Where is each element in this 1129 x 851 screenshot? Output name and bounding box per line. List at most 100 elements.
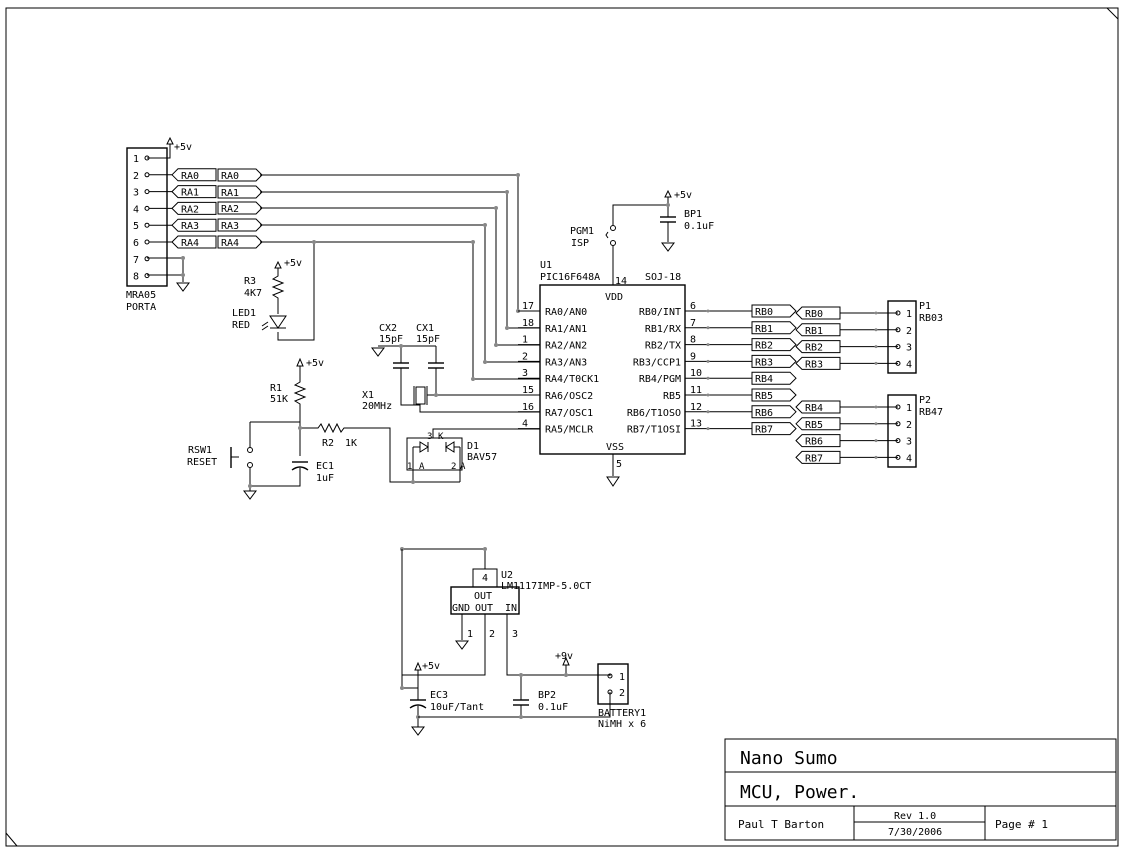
connector-ref: P2 — [919, 395, 931, 406]
porta-net-flag — [171, 201, 217, 215]
mcu-right-pin-name: RB3/CCP1 — [633, 357, 681, 368]
mcu-left-pin-name: RA6/OSC2 — [545, 391, 593, 402]
svg-text:15pF: 15pF — [379, 334, 403, 345]
junction-dot — [706, 343, 710, 347]
project-name: Nano Sumo — [740, 748, 838, 769]
svg-text:+5v: +5v — [306, 358, 324, 369]
ra-net-flag — [217, 235, 263, 249]
svg-text:+5v: +5v — [674, 190, 692, 201]
svg-text:RED: RED — [232, 320, 250, 331]
porta-pin-number: 3 — [133, 188, 139, 199]
mcu-right-pin-number: 10 — [690, 368, 702, 379]
corner-mark — [1106, 7, 1119, 20]
connector-name: RB47 — [919, 407, 943, 418]
svg-text:PGM1: PGM1 — [570, 226, 594, 237]
connector-net-flag-label: RB6 — [805, 437, 823, 448]
svg-text:BP1: BP1 — [684, 209, 702, 220]
mcu-right-pin-name: RB4/PGM — [639, 374, 681, 385]
svg-text:BP2: BP2 — [538, 690, 556, 701]
svg-text:2: 2 — [489, 629, 495, 640]
ground-symbol — [606, 476, 620, 487]
connector-pin-number: 4 — [906, 453, 912, 464]
porta-pin-number: 8 — [133, 272, 139, 283]
mcu-right-pin-number: 13 — [690, 419, 702, 430]
porta-pin-number: 7 — [133, 255, 139, 266]
svg-text:R3: R3 — [244, 276, 256, 287]
svg-text:10uF/Tant: 10uF/Tant — [430, 702, 484, 713]
connector-pin-contact — [895, 310, 901, 316]
svg-text:+5v: +5v — [422, 661, 440, 672]
svg-text:A: A — [460, 462, 466, 472]
porta-pin-number: 1 — [133, 154, 139, 165]
connector-pin-number: 3 — [906, 343, 912, 354]
porta-net-flag-label: RA1 — [181, 188, 199, 199]
svg-text:+5v: +5v — [284, 258, 302, 269]
title-block: Nano Sumo MCU, Power. Paul T Barton Rev … — [724, 738, 1117, 841]
svg-text:14: 14 — [615, 276, 627, 287]
mcu-left-pin-name: RA3/AN3 — [545, 357, 587, 368]
svg-text:CX2: CX2 — [379, 323, 397, 334]
connector-net-flag-label: RB5 — [805, 420, 823, 431]
svg-text:LED1: LED1 — [232, 308, 256, 319]
ra-net-flag — [217, 201, 263, 215]
junction-dot — [874, 455, 878, 459]
rb-net-flag-label: RB4 — [755, 374, 773, 385]
svg-text:OUT: OUT — [474, 591, 492, 602]
led1: LED1 RED — [232, 308, 287, 331]
connector-name: RB03 — [919, 313, 943, 324]
junction-dot — [706, 309, 710, 313]
porta-net-flag-label: RA2 — [181, 204, 199, 215]
connector-pin-number: 1 — [906, 403, 912, 414]
mcu-left-pin-number: 15 — [522, 385, 534, 396]
mcu-package: SOJ-18 — [645, 272, 681, 283]
author: Paul T Barton — [738, 818, 824, 831]
svg-text:A: A — [419, 462, 425, 472]
mcu-left-pin-name: RA5/MCLR — [545, 425, 594, 436]
porta-pin-number: 4 — [133, 204, 139, 215]
porta-pin-contact — [144, 222, 150, 228]
vdd-label: VDD — [605, 292, 623, 303]
junction-dot — [874, 361, 878, 365]
vss-label: VSS — [606, 442, 624, 453]
connector-net-flag-label: RB3 — [805, 359, 823, 370]
svg-text:2: 2 — [451, 462, 456, 472]
porta-net-flag-label: RA3 — [181, 221, 199, 232]
mcu-ref: U1 — [540, 260, 552, 271]
svg-text:X1: X1 — [362, 390, 374, 401]
capacitor-ec3: +5v EC3 10uF/Tant — [409, 661, 611, 736]
porta-pin-contact — [144, 189, 150, 195]
porta-pin-number: 5 — [133, 221, 139, 232]
ra-net-flag — [217, 218, 263, 232]
porta-net-flag — [171, 218, 217, 232]
mcu-right-pin-number: 11 — [690, 385, 702, 396]
junction-dot — [874, 405, 878, 409]
sheet-border — [5, 7, 1119, 847]
rb-net-flag-label: RB6 — [755, 408, 773, 419]
mcu-left-pin-name: RA2/AN2 — [545, 341, 587, 352]
rb-net-flag-label: RB0 — [755, 307, 773, 318]
mcu-left-pin-number: 4 — [522, 419, 528, 430]
connector-net-flag-label: RB4 — [805, 403, 823, 414]
connector-pin-contact — [895, 438, 901, 444]
mcu-left-pin-number: 17 — [522, 301, 534, 312]
sheet-title: MCU, Power. — [740, 782, 859, 803]
rb-net-flag-label: RB5 — [755, 391, 773, 402]
mcu-part: PIC16F648A — [540, 272, 600, 283]
mcu-right-pin-name: RB2/TX — [645, 341, 681, 352]
revision: Rev 1.0 — [894, 811, 936, 822]
battery1: 1 2 BATTERY1 NiMH x 6 — [597, 663, 646, 730]
junction-dot — [706, 427, 710, 431]
mcu-right-pin-number: 12 — [690, 402, 702, 413]
porta-pin-contact — [144, 239, 150, 245]
rb-net-flag — [751, 371, 797, 385]
junction-dot — [874, 328, 878, 332]
svg-text:1uF: 1uF — [316, 473, 334, 484]
connector-pin-number: 4 — [906, 359, 912, 370]
page-number: Page # 1 — [995, 818, 1048, 831]
junction-dot — [874, 345, 878, 349]
porta-net-flag-label: RA0 — [181, 171, 199, 182]
mcu-left-pin-name: RA7/OSC1 — [545, 408, 593, 419]
